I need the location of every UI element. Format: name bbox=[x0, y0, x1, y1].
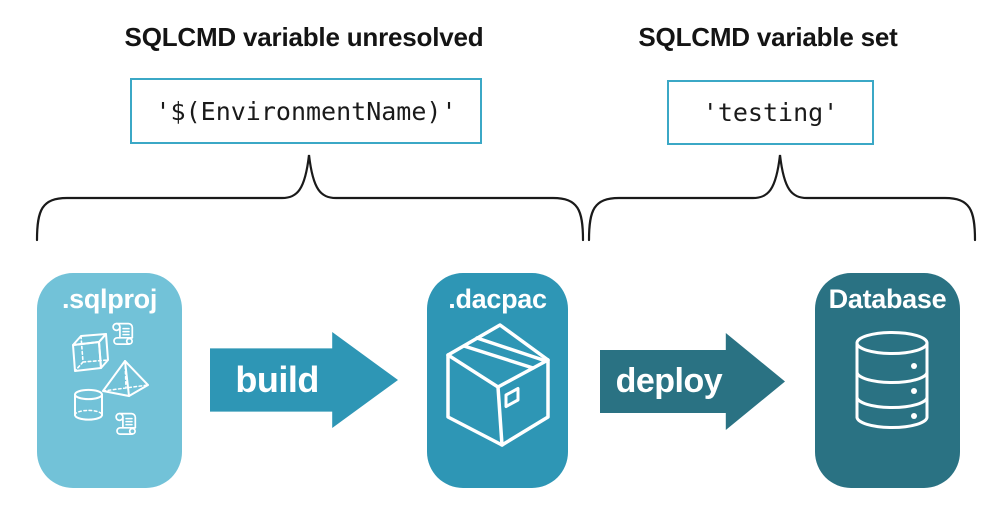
set-heading: SQLCMD variable set bbox=[638, 22, 898, 52]
deploy-arrow-label: deploy bbox=[615, 362, 723, 400]
left-curly-brace bbox=[35, 154, 585, 242]
environment-name-code-box: '$(EnvironmentName)' bbox=[130, 78, 482, 144]
deploy-arrow: deploy bbox=[600, 333, 785, 430]
pyramid-icon bbox=[102, 360, 149, 397]
unresolved-heading: SQLCMD variable unresolved bbox=[124, 22, 484, 52]
sql-script-icon bbox=[112, 322, 134, 345]
sql-script-icon bbox=[115, 412, 137, 435]
dacpac-node: .dacpac bbox=[427, 273, 568, 488]
right-curly-brace bbox=[587, 154, 977, 242]
database-node-label: Database bbox=[828, 284, 947, 314]
sqlproj-node: .sqlproj bbox=[37, 273, 182, 488]
cylinder-icon bbox=[74, 388, 103, 421]
build-arrow: build bbox=[210, 332, 398, 428]
db-dot bbox=[911, 363, 917, 369]
build-arrow-label: build bbox=[235, 359, 319, 400]
package-box-icon bbox=[446, 323, 550, 447]
testing-code-box: 'testing' bbox=[667, 80, 874, 145]
environment-name-code-text: '$(EnvironmentName)' bbox=[155, 96, 457, 126]
cube-icon bbox=[72, 333, 109, 372]
sqlproj-node-label: .sqlproj bbox=[61, 284, 158, 314]
db-dot bbox=[911, 413, 917, 419]
db-dot bbox=[911, 388, 917, 394]
sql-project-objects-icon bbox=[72, 322, 149, 435]
database-node: Database bbox=[815, 273, 960, 488]
database-cylinder-icon bbox=[855, 331, 929, 429]
dacpac-node-label: .dacpac bbox=[448, 284, 547, 314]
testing-code-text: 'testing' bbox=[702, 98, 839, 127]
